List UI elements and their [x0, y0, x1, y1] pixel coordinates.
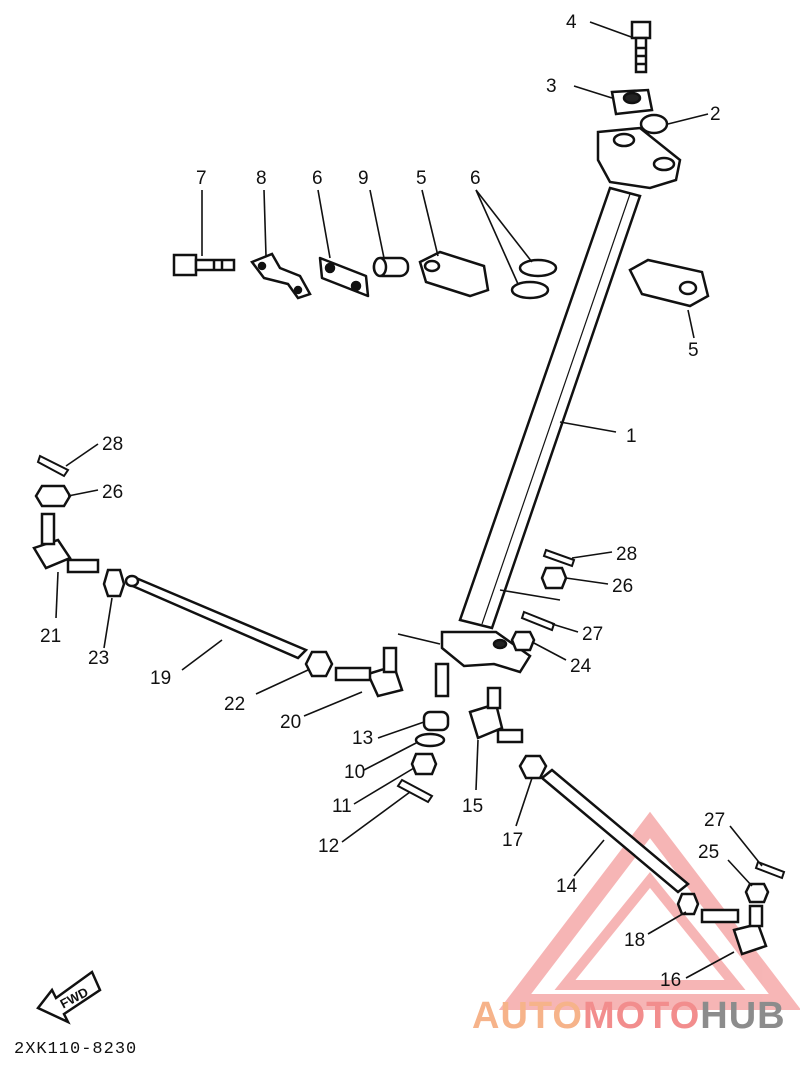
callout-17: 16	[660, 970, 681, 991]
callout-6: 6	[470, 168, 481, 189]
tie-rod-left	[124, 574, 309, 660]
diagram-code: 2XK110-8230	[14, 1040, 138, 1059]
nut-18	[518, 754, 548, 780]
callout-25a: 24	[570, 656, 592, 677]
callout-19: 18	[624, 930, 645, 951]
callout-27a: 27	[582, 624, 603, 645]
collar-10	[372, 256, 410, 278]
callout-3: 3	[546, 76, 557, 97]
tie-rod-end-17	[700, 904, 768, 956]
cotter-pin-27-upper	[520, 610, 556, 632]
callout-4: 4	[566, 12, 577, 33]
callout-28a: 28	[102, 434, 123, 455]
nut-26-left	[34, 484, 72, 508]
cable-guide-9	[250, 252, 312, 300]
leader-lines	[55, 21, 763, 979]
callout-labels: 4 3 2 5 1 7 8 6 9 5 6 28 26 21 23 19 22 …	[40, 12, 725, 991]
callout-26a: 26	[102, 482, 123, 503]
callout-21: 20	[280, 712, 301, 733]
nut-25-lower	[744, 882, 770, 904]
bolt-8	[172, 253, 236, 277]
nut-12	[410, 752, 438, 776]
callout-25b: 25	[698, 842, 719, 863]
callout-5a: 5	[416, 168, 427, 189]
nut-19	[676, 892, 700, 916]
fwd-arrow-icon: FWD	[36, 970, 102, 1025]
bolt-top	[630, 20, 652, 74]
callout-24: 23	[88, 648, 109, 669]
callout-18: 17	[502, 830, 523, 851]
callout-15: 14	[556, 876, 578, 897]
nut-23	[304, 650, 334, 678]
callout-7: 6	[312, 168, 323, 189]
callout-9: 8	[256, 168, 267, 189]
tie-rod-end-21	[334, 646, 404, 698]
nut-24	[102, 568, 126, 598]
cotter-pin-13	[396, 778, 434, 804]
tie-rod-end-22	[32, 512, 100, 574]
handlebar-holder-lower-left	[418, 250, 490, 298]
watermark-text: AUTOMOTOHUB	[472, 995, 786, 1038]
callout-27b: 27	[704, 810, 725, 831]
callout-14: 13	[352, 728, 373, 749]
callout-13: 12	[318, 836, 339, 857]
pitman-arm	[434, 630, 532, 698]
callout-16: 15	[462, 796, 483, 817]
washer-14	[422, 710, 450, 732]
watermark-part-hub: HUB	[700, 995, 786, 1037]
callout-2: 2	[710, 104, 721, 125]
callout-10: 9	[358, 168, 369, 189]
nut-26-right	[540, 566, 568, 590]
callout-22: 21	[40, 626, 61, 647]
watermark-part-moto: MOTO	[582, 995, 701, 1037]
steering-shaft	[458, 186, 642, 630]
callout-8: 7	[196, 168, 207, 189]
callout-12: 11	[332, 796, 352, 817]
cotter-pin-27-lower	[754, 860, 786, 880]
callout-1: 1	[626, 426, 637, 447]
plate-7	[318, 256, 370, 298]
washers-6	[510, 258, 558, 300]
handlebar-holder-upper	[610, 88, 654, 116]
cotter-pin-28-right	[542, 548, 576, 568]
callout-11: 10	[344, 762, 365, 783]
tie-rod-right	[540, 768, 690, 894]
tie-rod-end-16	[468, 686, 524, 744]
handlebar-holder-lower-right	[628, 258, 710, 308]
callout-23: 22	[224, 694, 245, 715]
callout-20: 19	[150, 668, 171, 689]
callout-26b: 26	[612, 576, 633, 597]
collar	[639, 113, 669, 135]
nut-25-upper	[510, 630, 536, 652]
callout-5b: 5	[688, 340, 699, 361]
washer-11	[414, 732, 446, 748]
watermark-part-auto: AUTO	[472, 995, 583, 1037]
cotter-pin-28-left	[36, 454, 70, 478]
callout-28b: 28	[616, 544, 637, 565]
upper-holder	[596, 126, 682, 190]
